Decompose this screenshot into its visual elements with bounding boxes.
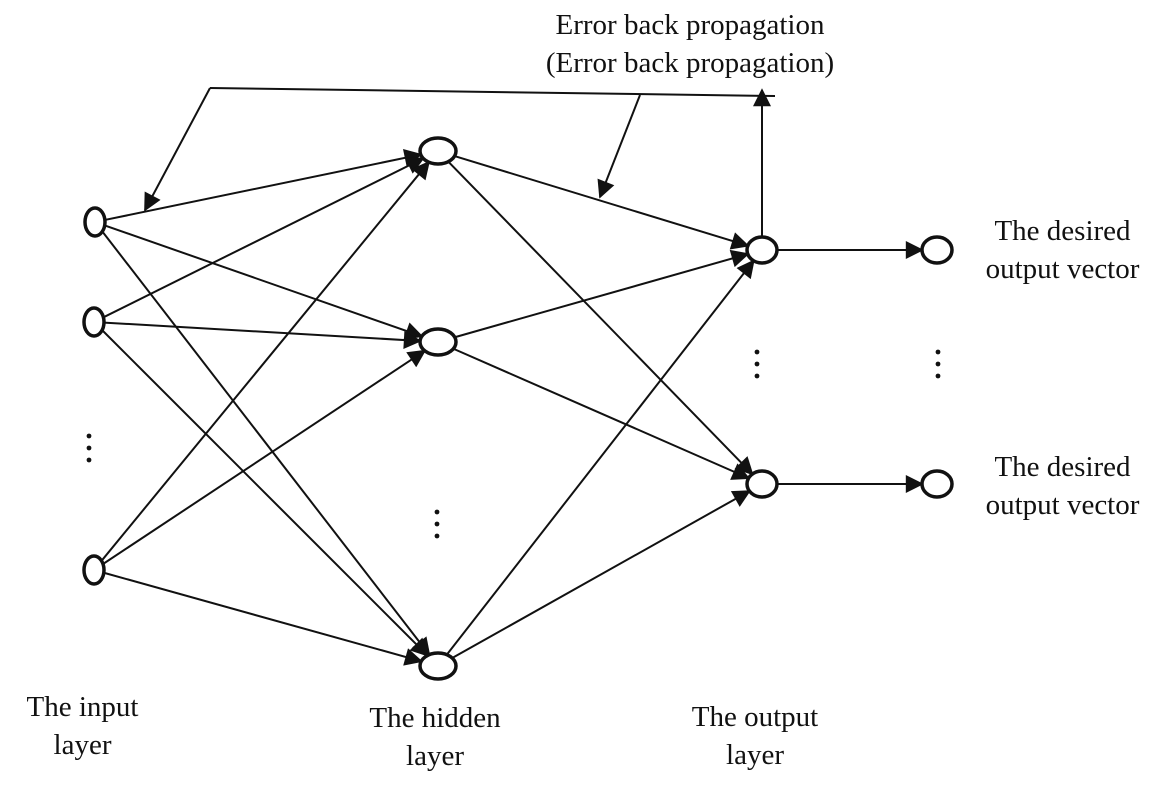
- node-in2: [82, 306, 106, 338]
- connection-h3-o1: [446, 259, 755, 656]
- title-line-1: Error back propagation: [555, 9, 825, 41]
- connection-h2-o1: [454, 249, 750, 339]
- connection-in3-h3: [103, 571, 423, 666]
- node-h1: [418, 136, 458, 166]
- input-layer-label: The input layer: [0, 688, 165, 764]
- hidden-ellipsis: [434, 509, 440, 539]
- output-top-line-1: The desired: [994, 215, 1131, 247]
- output-top-line-2: output vector: [985, 253, 1140, 285]
- node-in3: [82, 554, 106, 586]
- output-line-1: The output: [691, 701, 819, 733]
- input-line-1: The input: [26, 691, 139, 723]
- output-line-2: layer: [726, 739, 784, 771]
- connection-in2-h2: [103, 321, 422, 350]
- hidden-layer-label: The hidden layer: [345, 699, 525, 775]
- connection-h1-o1: [454, 155, 750, 250]
- error-backprop-title: Error back propagation (Error back propa…: [500, 6, 880, 82]
- output-bottom-line-2: output vector: [985, 489, 1140, 521]
- output-layer-label: The output layer: [665, 698, 845, 774]
- input-ellipsis: [86, 433, 92, 463]
- node-o1: [745, 235, 779, 265]
- node-o2: [745, 469, 779, 499]
- hidden-line-1: The hidden: [369, 702, 501, 734]
- title-line-2: (Error back propagation): [545, 47, 835, 79]
- desired-output-label-top: The desired output vector: [970, 212, 1155, 288]
- output-ellipsis: [754, 349, 760, 379]
- node-d1: [920, 235, 954, 265]
- backprop-arrow-to-weight: [597, 94, 641, 199]
- connection-in3-h2: [102, 349, 427, 565]
- connection-h3-o2: [451, 490, 751, 659]
- connection-in1-h3: [101, 230, 431, 657]
- node-d2: [920, 469, 954, 499]
- connection-in2-h3: [101, 329, 429, 657]
- connection-in2-h1: [102, 157, 425, 319]
- connection-h2-o2: [452, 347, 751, 480]
- hidden-line-2: layer: [406, 740, 464, 772]
- input-line-2: layer: [53, 729, 112, 761]
- node-h3: [418, 651, 458, 681]
- backprop-top-line: [209, 87, 776, 97]
- desired-output-label-bottom: The desired output vector: [970, 448, 1155, 524]
- desired-ellipsis: [935, 349, 941, 379]
- output-bottom-line-1: The desired: [994, 451, 1131, 483]
- node-h2: [418, 327, 458, 357]
- connection-in3-h1: [100, 160, 430, 562]
- connection-in1-h1: [104, 149, 423, 221]
- node-in1: [83, 206, 107, 238]
- connection-h1-o2: [447, 160, 754, 476]
- connection-in1-h2: [104, 224, 424, 340]
- backprop-arrow-to-input: [144, 87, 211, 212]
